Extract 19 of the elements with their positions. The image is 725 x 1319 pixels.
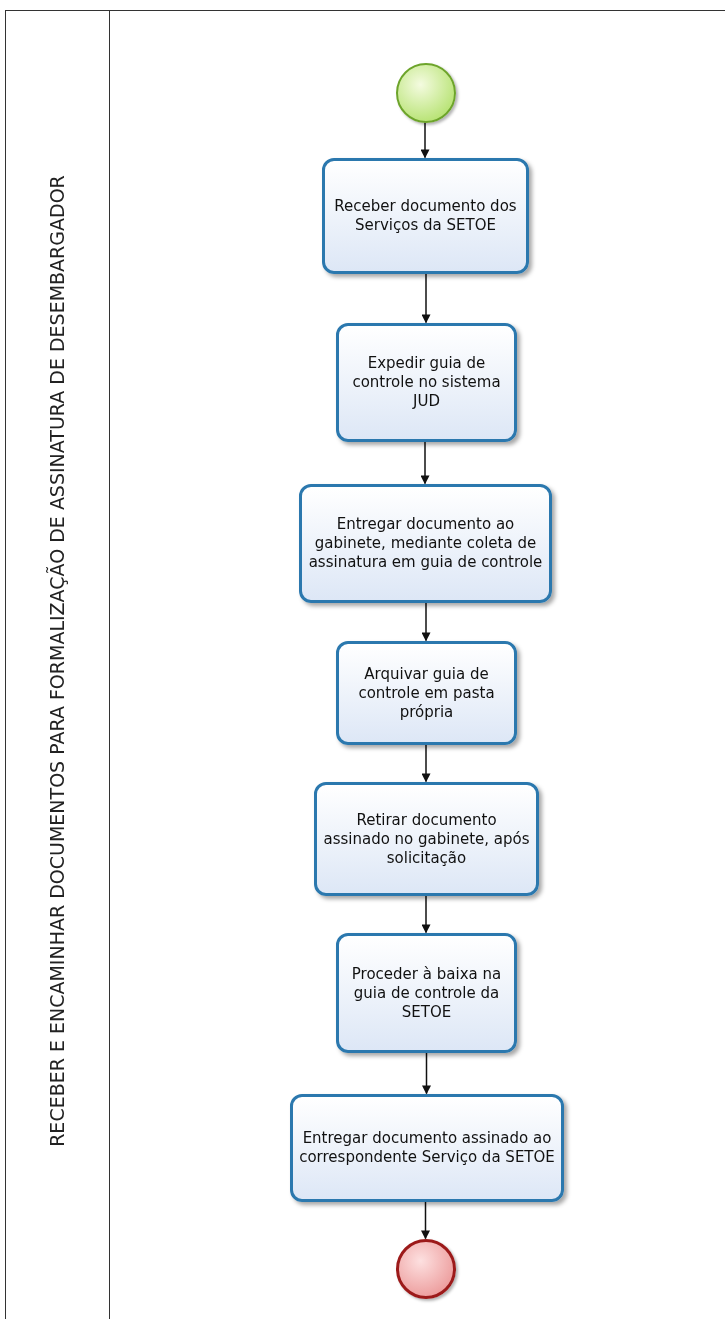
swimlane — [5, 10, 725, 1319]
task-box: Expedir guia de controle no sistema JUD — [336, 323, 517, 442]
task-box: Receber documento dos Serviços da SETOE — [322, 158, 529, 274]
arrow — [420, 121, 430, 159]
arrow — [420, 440, 430, 485]
lane-title: RECEBER E ENCAMINHAR DOCUMENTOS PARA FORMALIZAÇÃO DE ASSINATURA DE DESEMBARGADOR — [45, 174, 69, 1149]
arrow — [421, 743, 431, 783]
task-box: Retirar documento assinado no gabinete, após solicitação — [314, 782, 539, 896]
arrow — [422, 1051, 431, 1095]
task-box: Arquivar guia de controle em pasta própria — [336, 641, 517, 745]
task-box: Proceder à baixa na guia de controle da SETOE — [336, 933, 517, 1053]
arrow — [421, 1200, 430, 1240]
arrow — [421, 272, 431, 324]
arrow — [421, 894, 431, 934]
end-event-circle — [396, 1239, 456, 1299]
start-event-circle — [396, 63, 456, 123]
task-box: Entregar documento ao gabinete, mediante coleta de assinatura em guia de controle — [299, 484, 552, 603]
arrow — [421, 601, 431, 642]
task-box: Entregar documento assinado ao correspondente Serviço da SETOE — [290, 1094, 564, 1202]
